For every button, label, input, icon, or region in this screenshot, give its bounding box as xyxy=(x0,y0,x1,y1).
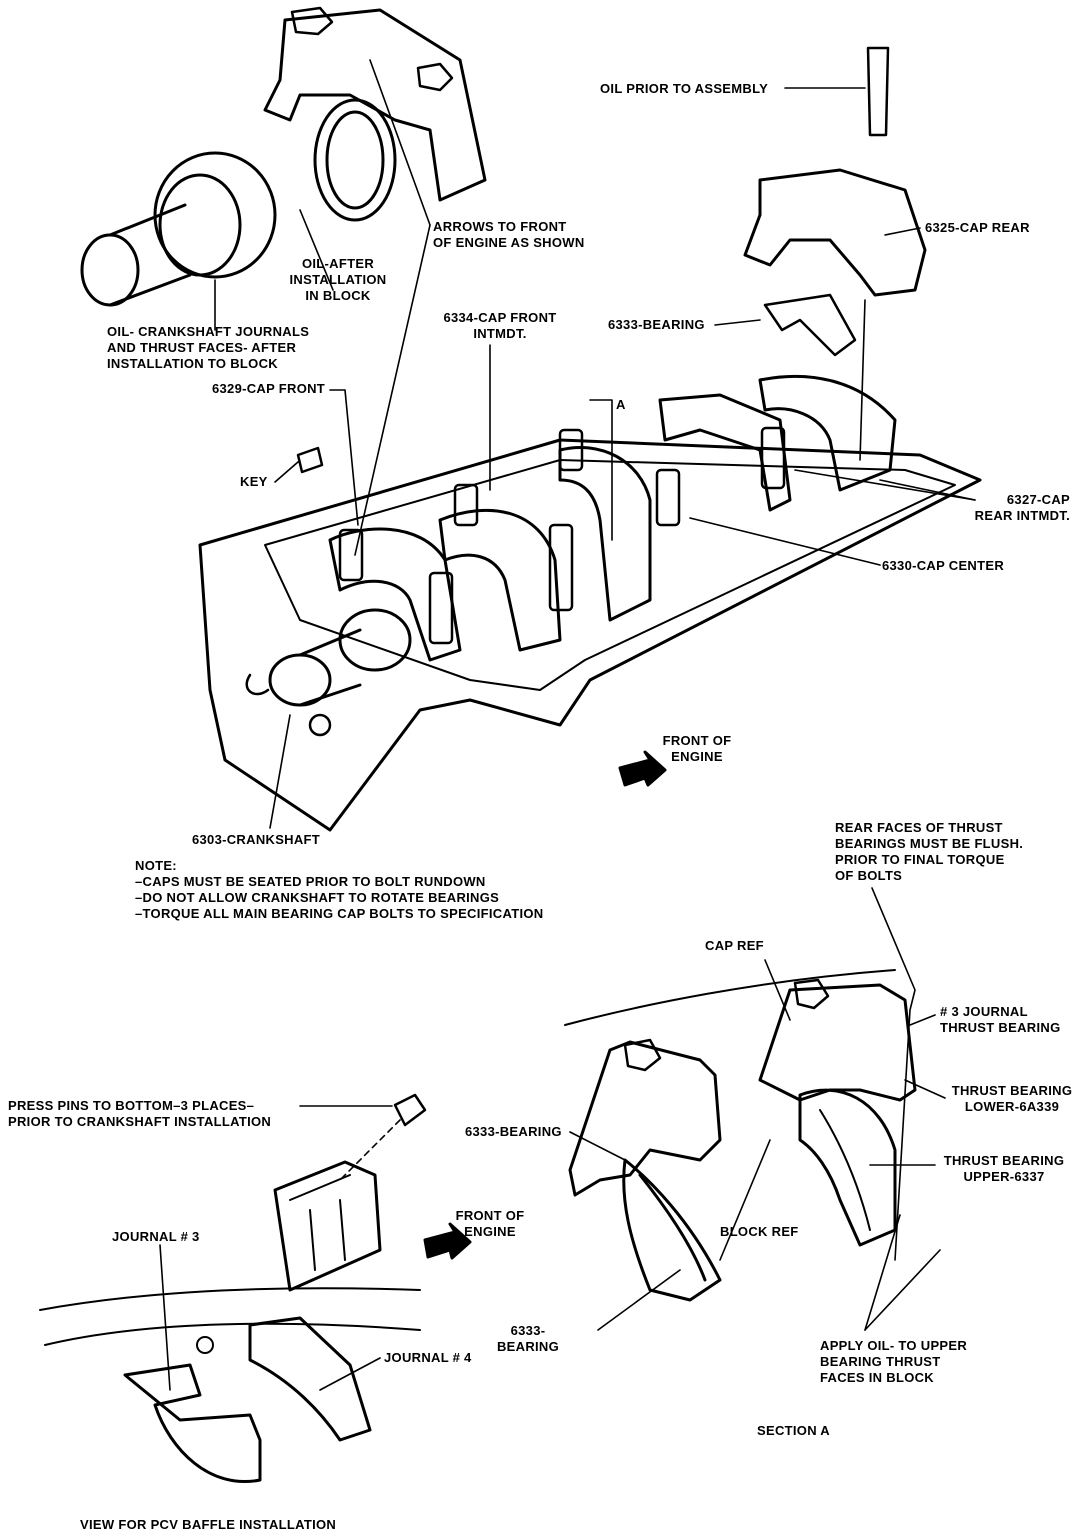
label-section-a: SECTION A xyxy=(757,1423,831,1438)
leader-lines-pcv xyxy=(159,1105,393,1391)
leader-lines-main xyxy=(214,59,976,829)
label-cap-front: 6329-CAP FRONT xyxy=(212,381,326,396)
label-cap-center: 6330-CAP CENTER xyxy=(882,558,1005,573)
label-press-pins: PRESS PINS TO BOTTOM–3 PLACES–PRIOR TO C… xyxy=(8,1098,272,1129)
label-cap-rear: 6325-CAP REAR xyxy=(925,220,1030,235)
key-part xyxy=(296,446,324,474)
label-bearing-section2: 6333-BEARING xyxy=(496,1323,560,1354)
label-journal4: JOURNAL # 4 xyxy=(384,1350,472,1365)
label-section-marker-a: A xyxy=(616,397,626,412)
label-crankshaft: 6303-CRANKSHAFT xyxy=(192,832,321,847)
front-cap-exploded xyxy=(263,6,487,222)
leader-lines-section xyxy=(569,887,946,1331)
engine-block xyxy=(198,374,982,832)
label-key: KEY xyxy=(240,474,268,489)
pcv-baffle-drawing xyxy=(39,1093,427,1483)
label-bearing-top: 6333-BEARING xyxy=(608,317,705,332)
label-journal3: JOURNAL # 3 xyxy=(112,1229,200,1244)
label-oil-prior: OIL PRIOR TO ASSEMBLY xyxy=(600,81,769,96)
front-arrow-main xyxy=(618,750,667,787)
label-block-ref: BLOCK REF xyxy=(720,1224,799,1239)
rear-cap-exploded xyxy=(743,46,927,357)
section-a-drawing xyxy=(564,969,917,1302)
front-arrow-pcv xyxy=(423,1222,472,1260)
crank-journal-exploded xyxy=(80,151,277,307)
note-block: NOTE:–CAPS MUST BE SEATED PRIOR TO BOLT … xyxy=(135,858,544,921)
label-cap-ref: CAP REF xyxy=(705,938,764,953)
label-pcv-view: VIEW FOR PCV BAFFLE INSTALLATION xyxy=(80,1517,337,1532)
label-bearing-section: 6333-BEARING xyxy=(465,1124,562,1139)
